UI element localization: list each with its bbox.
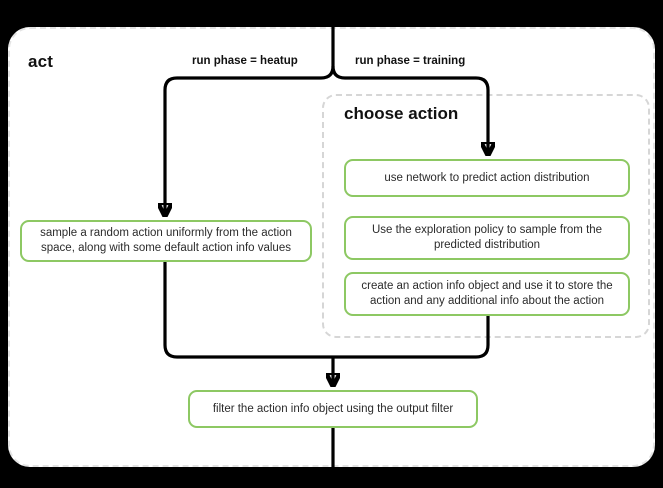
node-output-filter[interactable]: filter the action info object using the …	[188, 390, 478, 428]
node-exploration-policy-sample[interactable]: Use the exploration policy to sample fro…	[344, 216, 630, 260]
act-title: act	[28, 52, 54, 71]
node-predict-action-distribution[interactable]: use network to predict action distributi…	[344, 159, 630, 197]
edge-label-training: run phase = training	[355, 55, 466, 67]
choose-action-title: choose action	[344, 104, 459, 123]
node-create-action-info[interactable]: create an action info object and use it …	[344, 272, 630, 316]
edge-label-heatup: run phase = heatup	[192, 55, 298, 67]
node-sample-random-action[interactable]: sample a random action uniformly from th…	[20, 220, 312, 262]
